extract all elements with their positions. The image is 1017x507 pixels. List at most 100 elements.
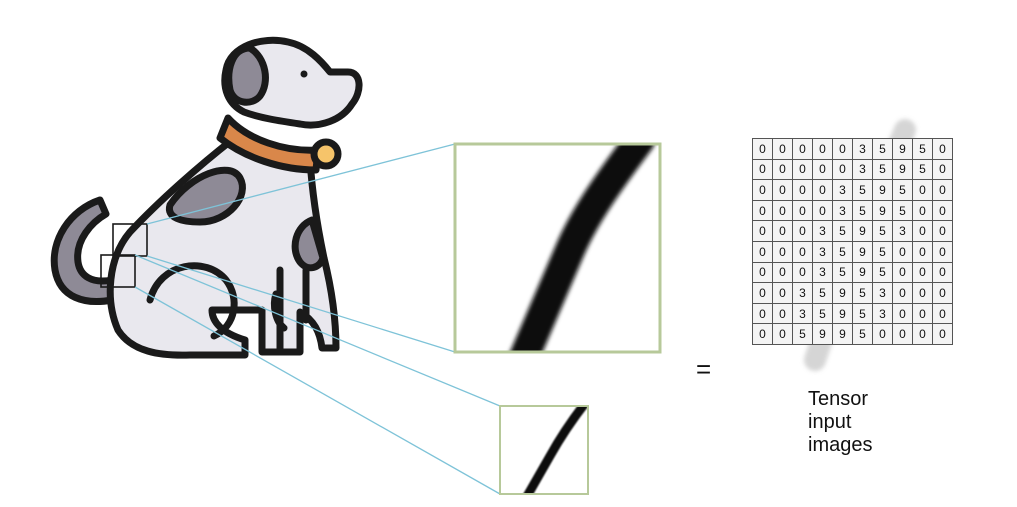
tensor-cell: 5 [832,261,853,284]
tensor-cell: 5 [852,323,873,345]
tensor-cell: 0 [912,261,933,284]
zoom-panel-small [499,405,589,495]
tensor-cell: 0 [772,220,793,242]
tensor-cell: 9 [892,138,913,160]
tensor-cell: 0 [932,220,953,242]
tensor-cell: 5 [912,158,933,181]
tensor-cell: 0 [772,302,793,325]
tensor-cell: 0 [792,199,813,222]
caption-line-3: images [808,434,873,456]
tensor-cell: 5 [912,138,933,160]
tensor-cell: 0 [772,179,793,201]
tensor-cell: 0 [772,199,793,222]
tensor-cell: 9 [872,199,893,222]
tensor-cell: 0 [752,261,773,284]
selection-box-lower [100,254,136,288]
tensor-cell: 5 [872,158,893,181]
tensor-cell: 3 [812,220,833,242]
tensor-cell: 0 [772,158,793,181]
tensor-cell: 9 [872,179,893,201]
tensor-cell: 5 [852,199,873,222]
tensor-cell: 0 [752,199,773,222]
tensor-cell: 0 [792,179,813,201]
zoom-panel-large [453,142,662,354]
tensor-cell: 0 [912,220,933,242]
tensor-cell: 3 [832,199,853,222]
dog-spot-back [165,166,246,226]
tensor-cell: 0 [912,323,933,345]
tensor-cell: 0 [752,302,773,325]
tensor-cell: 3 [792,282,813,304]
tensor-cell: 0 [752,220,773,242]
tensor-cell: 0 [812,179,833,201]
tensor-cell: 5 [792,323,813,345]
equals-sign: = [696,354,712,384]
tensor-cell: 0 [892,302,913,325]
tensor-cell: 3 [832,179,853,201]
tensor-cell: 0 [892,282,913,304]
tensor-cell: 0 [792,158,813,181]
tensor-cell: 0 [792,261,813,284]
tensor-cell: 5 [852,302,873,325]
dog-eye [300,70,308,78]
tensor-cell: 0 [832,158,853,181]
dog-collar [216,114,322,174]
tensor-cell: 9 [832,302,853,325]
tensor-cell: 5 [892,179,913,201]
tensor-cell: 5 [872,138,893,160]
tensor-cell: 9 [852,261,873,284]
tensor-cell: 3 [812,240,833,263]
tensor-cell: 0 [932,240,953,263]
tensor-cell: 5 [852,282,873,304]
tensor-cell: 0 [932,261,953,284]
tensor-cell: 0 [772,323,793,345]
tensor-cell: 0 [812,138,833,160]
zoom-leader-lines [134,143,501,495]
selection-box-upper [112,223,148,257]
tensor-cell: 0 [772,138,793,160]
tensor-cell: 3 [892,220,913,242]
tensor-cell: 0 [752,323,773,345]
tensor-cell: 0 [752,158,773,181]
tensor-cell: 0 [872,323,893,345]
tensor-cell: 9 [812,323,833,345]
caption-line-2: input [808,411,852,433]
tensor-cell: 0 [912,302,933,325]
dog-collar-tag [310,138,342,170]
dog-illustration [50,36,363,359]
tensor-cell: 0 [752,179,773,201]
tensor-cell: 3 [872,302,893,325]
tensor-cell: 3 [852,138,873,160]
tensor-cell: 0 [932,323,953,345]
tensor-cell: 0 [932,179,953,201]
tensor-cell: 3 [812,261,833,284]
tensor-cell: 3 [852,158,873,181]
tensor-cell: 0 [792,220,813,242]
tensor-cell: 5 [832,240,853,263]
tensor-cell: 9 [832,323,853,345]
tensor-cell: 0 [792,138,813,160]
zoomed-stroke-small [523,406,588,494]
tensor-cell: 5 [872,261,893,284]
tensor-cell: 0 [772,240,793,263]
tensor-cell: 0 [832,138,853,160]
tensor-cell: 3 [792,302,813,325]
tensor-cell: 0 [792,240,813,263]
caption-line-1: Tensor [808,388,869,410]
dog-ear [225,44,269,106]
tensor-cell: 9 [832,282,853,304]
tensor-cell: 9 [892,158,913,181]
tensor-cell: 0 [912,199,933,222]
tensor-cell: 9 [852,220,873,242]
tensor-cell: 0 [912,179,933,201]
tensor-cell: 0 [752,282,773,304]
